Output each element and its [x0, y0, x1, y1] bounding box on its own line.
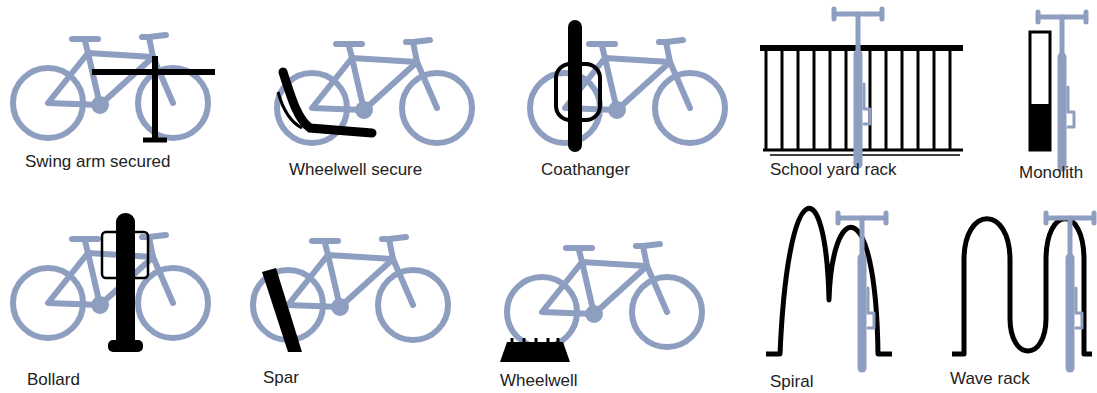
rack-label: Spiral [770, 372, 813, 392]
coathanger-rack [530, 20, 725, 152]
rack-label: Coathanger [541, 160, 630, 180]
rack-label: Monolith [1019, 163, 1083, 183]
rack-label: School yard rack [770, 160, 897, 180]
bollard-rack [13, 213, 208, 352]
rack-label: Swing arm secured [25, 152, 171, 172]
swing-arm-rack [13, 35, 215, 140]
rack-label: Wheelwell [500, 371, 577, 391]
wheelwell-rack [500, 244, 702, 362]
monolith-rack [1030, 12, 1086, 167]
wave-rack [952, 213, 1094, 368]
school-yard-rack [760, 9, 963, 164]
spiral-rack [766, 208, 892, 368]
rack-label: Wave rack [950, 369, 1030, 389]
rack-label: Bollard [27, 370, 80, 390]
wheelwell-secure-rack [277, 40, 472, 143]
spar-rack [253, 237, 448, 352]
rack-label: Wheelwell secure [289, 160, 422, 180]
rack-label: Spar [263, 368, 299, 388]
